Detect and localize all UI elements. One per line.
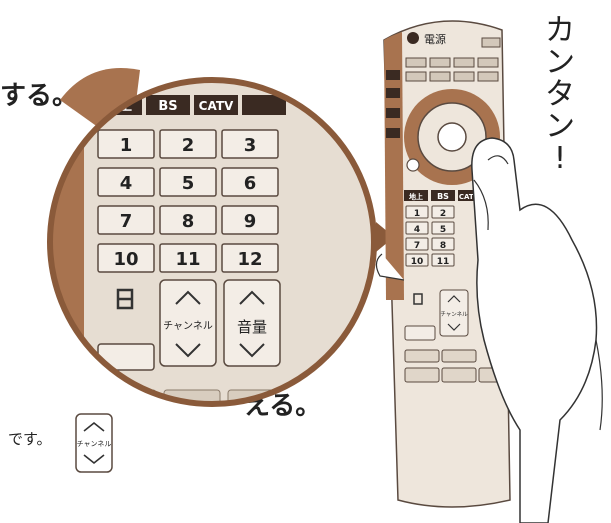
zoom-volume-label: 音量 [237, 318, 267, 336]
zoom-key-label: 6 [244, 173, 257, 194]
remote-key-label: 2 [440, 209, 446, 219]
zoom-key-label: 5 [182, 173, 195, 194]
remote-small-button[interactable] [406, 58, 426, 67]
zoom-channel-rocker[interactable]: チャンネル [160, 280, 216, 366]
channel-button-icon: チャンネル [76, 414, 112, 472]
power-button[interactable] [407, 32, 419, 44]
zoom-key-label: 2 [182, 135, 195, 156]
zoom-key-label: 4 [120, 173, 133, 194]
zoom-volume-rocker[interactable]: 音量 [224, 280, 280, 366]
tagline: カンタン! [545, 13, 575, 176]
zoom-key-label: 12 [237, 249, 262, 270]
remote-key-label: 7 [414, 241, 420, 251]
channel-icon-label: チャンネル [77, 440, 112, 448]
zoom-button-extra[interactable] [242, 95, 286, 115]
zoom-label-bs: BS [158, 99, 177, 114]
remote-channel-label: チャンネル [440, 311, 468, 318]
zoom-label-catv: CATV [199, 99, 234, 113]
remote-key-label: 5 [440, 225, 446, 235]
caption-text: です。 [8, 430, 52, 448]
remote-key-label: 11 [437, 257, 450, 267]
remote-small-button[interactable] [454, 72, 474, 81]
remote-small-button[interactable] [478, 72, 498, 81]
tagline-text: カンタン! [545, 13, 575, 176]
zoom-key-label: 1 [120, 135, 133, 156]
zoom-key-label: 9 [244, 211, 257, 232]
remote-small-button[interactable] [454, 58, 474, 67]
zoom-key-label: 10 [113, 249, 138, 270]
svg-text:地上: 地上 [409, 192, 423, 201]
remote-small-button[interactable] [478, 58, 498, 67]
zoom-key-label: 11 [175, 249, 200, 270]
remote-key-label: 4 [414, 225, 420, 235]
zoom-channel-label: チャンネル [163, 320, 213, 332]
remote-key-label: 1 [414, 209, 420, 219]
remote-small-button[interactable] [406, 72, 426, 81]
dpad-ok-button[interactable] [438, 123, 466, 151]
remote-key-label: 8 [440, 241, 446, 251]
remote-small-button[interactable] [430, 72, 450, 81]
remote-key-label: 10 [411, 257, 424, 267]
svg-text:BS: BS [437, 192, 449, 201]
power-label: 電源 [424, 32, 446, 46]
zoom-key-label: 8 [182, 211, 195, 232]
zoom-key-label: 3 [244, 135, 257, 156]
remote-small-button[interactable] [430, 58, 450, 67]
zoom-key-label: 7 [120, 211, 133, 232]
